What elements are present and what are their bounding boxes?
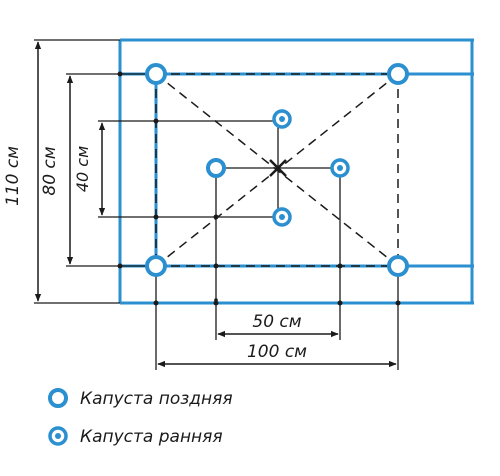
early-cabbage-plant-icon [330,158,350,178]
dim-110-label: 110 см [3,146,23,206]
junction-dot [153,214,159,220]
dim-100-label: 100 см [247,342,307,362]
junction-dot [153,118,159,124]
legend-early-cabbage-label: Капуста ранняя [80,427,223,447]
junction-dot [117,263,123,269]
junction-dot [395,300,401,306]
junction-dot [213,263,219,269]
dim-50-label: 50 см [252,312,301,332]
junction-dot [214,298,218,302]
early-cabbage-plant-icon [272,207,292,227]
late-cabbage-plant-icon [145,63,167,85]
legend-late-cabbage-label: Капуста поздняя [80,389,233,409]
legend: Капуста поздняя Капуста ранняя [48,388,233,447]
early-cabbage-plants [272,109,350,227]
garden-bed [118,38,474,305]
dim-80-label: 80 см [40,146,60,195]
late-cabbage-plants [145,63,409,277]
junction-dot [213,300,219,306]
late-cabbage-plant-icon [145,255,167,277]
legend-early-cabbage-icon [48,426,68,446]
junction-dot [337,263,343,269]
junction-dot [213,214,219,220]
late-cabbage-plant-icon [387,63,409,85]
late-cabbage-plant-icon [206,158,226,178]
dimension-arrows [34,41,397,368]
dim-40-label: 40 см [73,146,92,192]
late-cabbage-plant-icon [387,255,409,277]
junction-dot [337,300,343,306]
early-cabbage-plant-icon [272,109,292,129]
junction-dots [117,71,401,306]
legend-late-cabbage-icon [48,388,68,408]
junction-dot [117,71,123,77]
center-cross-icon [269,159,287,177]
extension-lines [34,39,399,370]
junction-dot [153,300,159,306]
